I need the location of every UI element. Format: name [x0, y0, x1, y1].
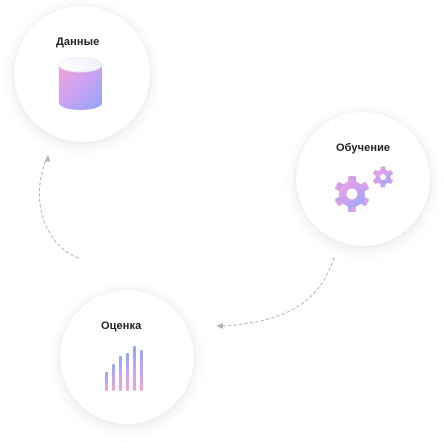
bar-4 — [126, 353, 129, 391]
bar-5 — [133, 346, 136, 391]
node-evaluation-label: Оценка — [101, 320, 142, 332]
arrowhead-data — [44, 155, 51, 162]
bar-chart-icon — [105, 346, 143, 391]
connector-evaluation-to-data — [38, 159, 79, 259]
node-training — [296, 112, 430, 246]
arrowhead-evaluation — [216, 323, 223, 329]
bar-3 — [119, 356, 122, 391]
connector-training-to-evaluation — [221, 257, 335, 327]
node-training-label: Обучение — [336, 142, 391, 154]
node-data-label: Данные — [56, 36, 100, 48]
gears-icon — [334, 166, 393, 212]
bar-1 — [105, 372, 108, 391]
bar-2 — [112, 364, 115, 391]
database-icon — [58, 57, 103, 110]
bar-6 — [140, 350, 143, 391]
